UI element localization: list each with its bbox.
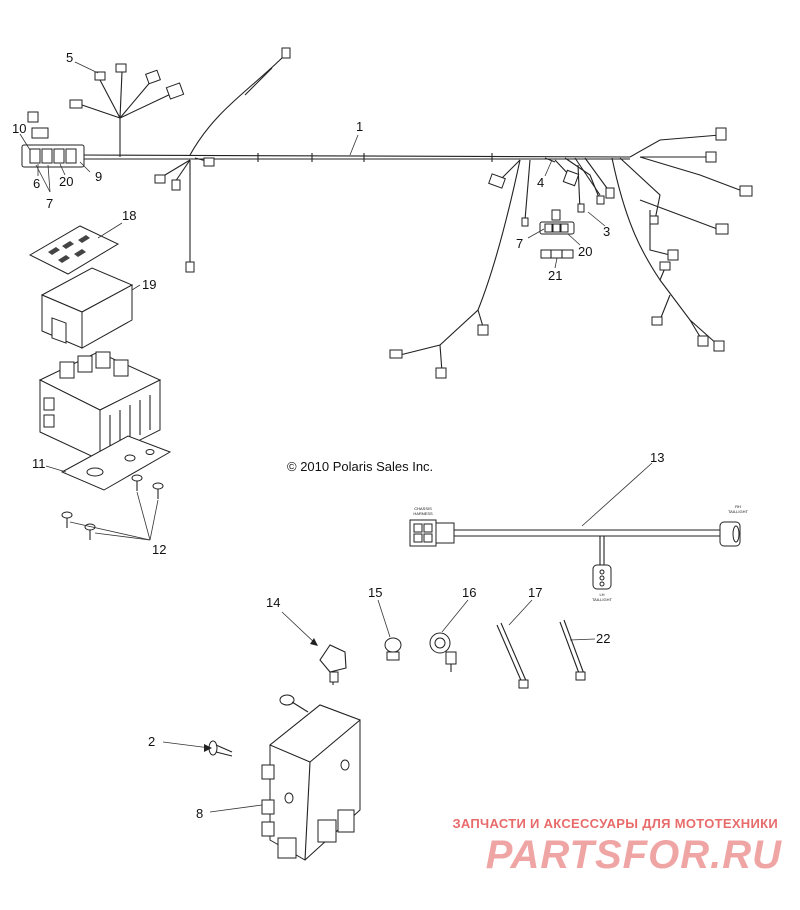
label-lh: LH bbox=[599, 592, 604, 597]
callout-4: 4 bbox=[537, 175, 544, 190]
callout-15: 15 bbox=[368, 585, 382, 600]
fuse-box-cover bbox=[40, 267, 134, 349]
screws bbox=[61, 474, 164, 540]
callout-1: 1 bbox=[356, 119, 363, 134]
callout-19: 19 bbox=[142, 277, 156, 292]
screw bbox=[61, 511, 73, 528]
callout-7-right: 7 bbox=[516, 236, 523, 251]
harness-connectors bbox=[69, 47, 753, 379]
callout-20-left: 20 bbox=[59, 174, 73, 189]
cable-clamp-small bbox=[384, 637, 402, 661]
callout-17: 17 bbox=[528, 585, 542, 600]
harness-fuse-block bbox=[21, 111, 85, 168]
control-module bbox=[261, 704, 361, 861]
fastener-bolt bbox=[208, 740, 233, 757]
leader-lines bbox=[19, 61, 653, 813]
callout-11: 11 bbox=[32, 456, 46, 471]
label-lh-taillight: TAILLIGHT bbox=[592, 597, 612, 602]
harness-tiny-labels: CHASSIS HARNESS RH TAILLIGHT LH TAILLIGH… bbox=[413, 504, 748, 602]
screw bbox=[84, 523, 96, 540]
fuse-label-strip bbox=[540, 249, 574, 259]
main-wiring-harness bbox=[74, 54, 746, 373]
fastener-bolt-top bbox=[279, 694, 309, 713]
screw bbox=[152, 482, 164, 499]
copyright-notice: © 2010 Polaris Sales Inc. bbox=[287, 459, 433, 474]
watermark: ЗАПЧАСТИ И АКСЕССУАРЫ ДЛЯ МОТОТЕХНИКИ PA… bbox=[452, 816, 782, 877]
watermark-brand: PARTSFOR.RU bbox=[486, 833, 782, 877]
label-rh: RH bbox=[735, 504, 741, 509]
callout-21: 21 bbox=[548, 268, 562, 283]
cable-tie-long bbox=[496, 622, 529, 689]
callout-7-left: 7 bbox=[46, 196, 53, 211]
callout-5: 5 bbox=[66, 50, 73, 65]
screw bbox=[131, 474, 143, 491]
callout-14: 14 bbox=[266, 595, 280, 610]
callout-16: 16 bbox=[462, 585, 476, 600]
label-chassis: CHASSIS bbox=[414, 506, 432, 511]
callout-8: 8 bbox=[196, 806, 203, 821]
callout-2: 2 bbox=[148, 734, 155, 749]
callout-22: 22 bbox=[596, 631, 610, 646]
callout-3: 3 bbox=[603, 224, 610, 239]
callout-9: 9 bbox=[95, 169, 102, 184]
cable-tie-short bbox=[559, 619, 586, 681]
callout-numbers: 1 5 10 6 20 9 7 4 3 7 20 21 18 19 11 12 … bbox=[12, 50, 664, 821]
callout-20-right: 20 bbox=[578, 244, 592, 259]
fuse-label-sheet bbox=[28, 225, 120, 275]
watermark-tagline: ЗАПЧАСТИ И АКСЕССУАРЫ ДЛЯ МОТОТЕХНИКИ bbox=[452, 816, 778, 831]
label-rh-taillight: TAILLIGHT bbox=[728, 509, 748, 514]
callout-10: 10 bbox=[12, 121, 26, 136]
cable-clamp-large bbox=[429, 632, 457, 672]
taillight-harness bbox=[409, 519, 741, 590]
callout-12: 12 bbox=[152, 542, 166, 557]
callout-13: 13 bbox=[650, 450, 664, 465]
wire-clip bbox=[319, 644, 347, 685]
callout-18: 18 bbox=[122, 208, 136, 223]
callout-6: 6 bbox=[33, 176, 40, 191]
fuse-box-body bbox=[38, 351, 162, 461]
label-harness: HARNESS bbox=[413, 511, 433, 516]
relay-module bbox=[539, 209, 575, 235]
mounting-plate bbox=[60, 435, 172, 491]
